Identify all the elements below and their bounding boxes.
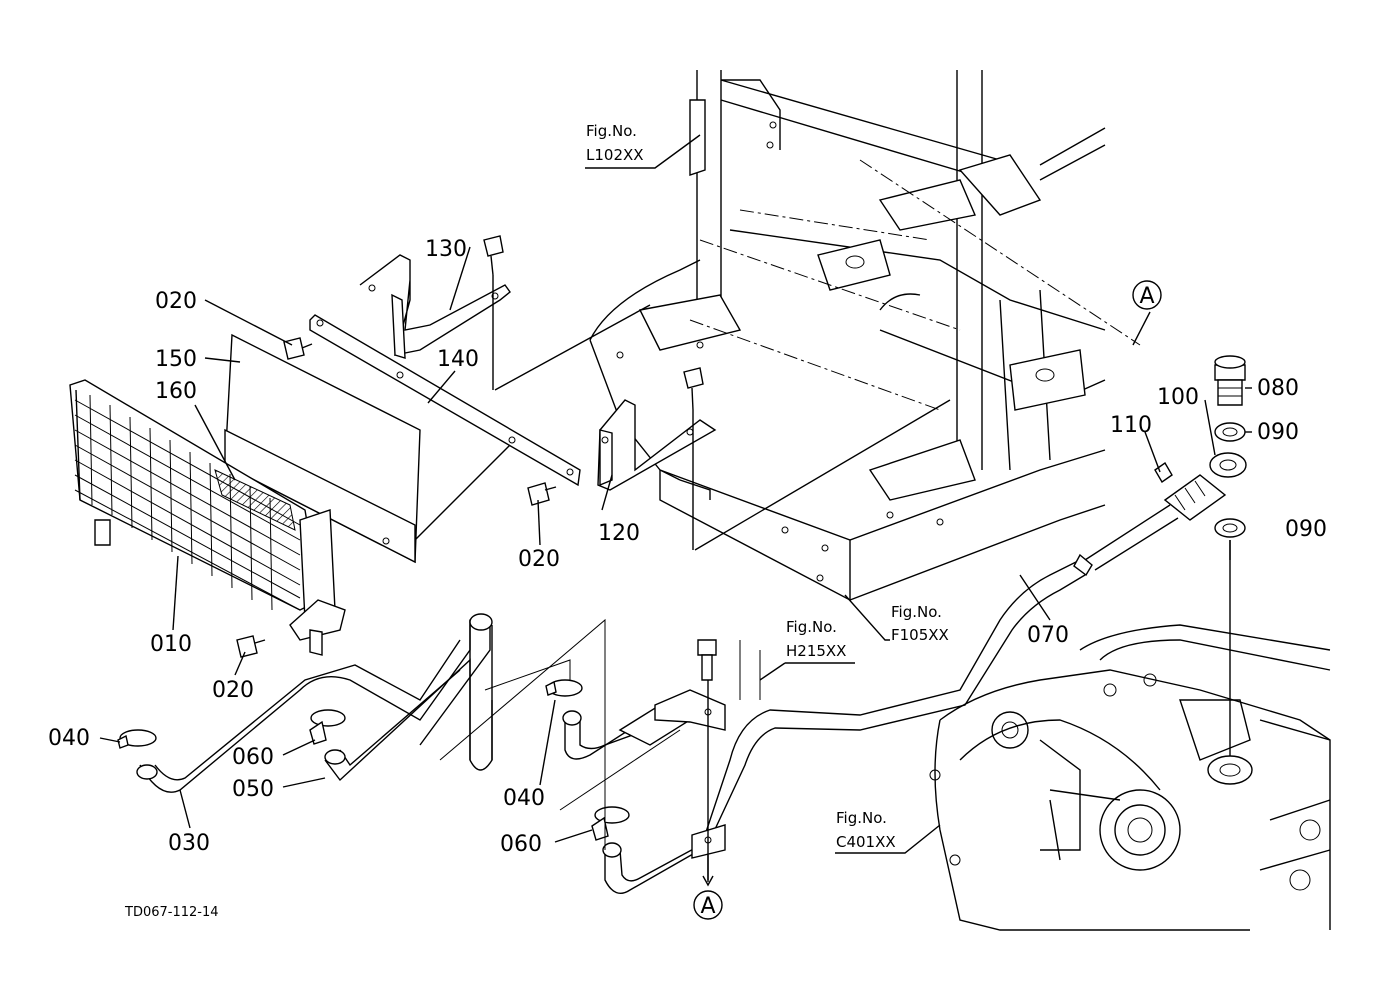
- washer-090-top: [1214, 422, 1246, 442]
- bolt-top-130: [483, 235, 504, 276]
- bolt-120: [683, 367, 704, 411]
- callout-090-bottom: 090: [1285, 517, 1327, 542]
- callout-010: 010: [150, 632, 192, 657]
- callout-020-top: 020: [155, 289, 197, 314]
- callout-090-top: 090: [1257, 420, 1299, 445]
- callout-030: 030: [168, 831, 210, 856]
- callout-150: 150: [155, 347, 197, 372]
- cover-150: [224, 333, 421, 564]
- figref-l102-line2: L102XX: [586, 146, 644, 164]
- bracket-140: [309, 314, 581, 487]
- callout-070: 070: [1027, 623, 1069, 648]
- figref-f105-line2: F105XX: [891, 626, 949, 644]
- marker-a-bottom-label: A: [700, 894, 715, 919]
- callout-020-low: 020: [212, 678, 254, 703]
- hose-050: [324, 613, 493, 782]
- bolt-020-top: [283, 337, 313, 360]
- callout-040-left: 040: [48, 726, 90, 751]
- callout-100: 100: [1157, 385, 1199, 410]
- callout-120: 120: [598, 521, 640, 546]
- hose-bracket: [654, 689, 726, 859]
- washer-090-bottom: [1214, 518, 1246, 538]
- drawing-code: TD067-112-14: [124, 905, 219, 920]
- callout-060-left: 060: [232, 745, 274, 770]
- clamp-040-middle: [545, 679, 583, 697]
- clamp-060-left: [309, 709, 346, 745]
- hose-lower: [602, 559, 1086, 894]
- clamp-040-left: [117, 729, 157, 749]
- marker-a-bottom: A: [693, 890, 723, 920]
- banjo-100: [1154, 452, 1247, 521]
- bolt-020-mid: [527, 482, 557, 506]
- callout-050: 050: [232, 777, 274, 802]
- pipe-070: [1073, 504, 1179, 577]
- figref-h215-line1: Fig.No.: [786, 618, 837, 636]
- callout-060-bottom: 060: [500, 832, 542, 857]
- transmission-housing: [929, 624, 1331, 931]
- callout-110: 110: [1110, 413, 1152, 438]
- bolt-020-low: [236, 635, 266, 658]
- marker-a-top: A: [1132, 280, 1162, 310]
- callout-080: 080: [1257, 376, 1299, 401]
- callout-160: 160: [155, 379, 197, 404]
- clamp-060-bottom: [591, 806, 630, 841]
- callout-040-middle: 040: [503, 786, 545, 811]
- bracket-120: [597, 399, 717, 491]
- figref-f105-line1: Fig.No.: [891, 603, 942, 621]
- figref-c401-line1: Fig.No.: [836, 809, 887, 827]
- frame-assembly: [589, 70, 1141, 602]
- callout-020-mid: 020: [518, 547, 560, 572]
- callout-140: 140: [437, 347, 479, 372]
- callout-130: 130: [425, 237, 467, 262]
- bracket-130: [359, 254, 511, 359]
- banjo-bolt-080: [1214, 355, 1246, 406]
- oil-cooler-010: [69, 379, 346, 656]
- figref-h215-line2: H215XX: [786, 642, 846, 660]
- figref-l102-line1: Fig.No.: [586, 122, 637, 140]
- figref-c401-line2: C401XX: [836, 833, 896, 851]
- marker-a-top-label: A: [1139, 284, 1154, 309]
- bolt-h215: [697, 639, 717, 681]
